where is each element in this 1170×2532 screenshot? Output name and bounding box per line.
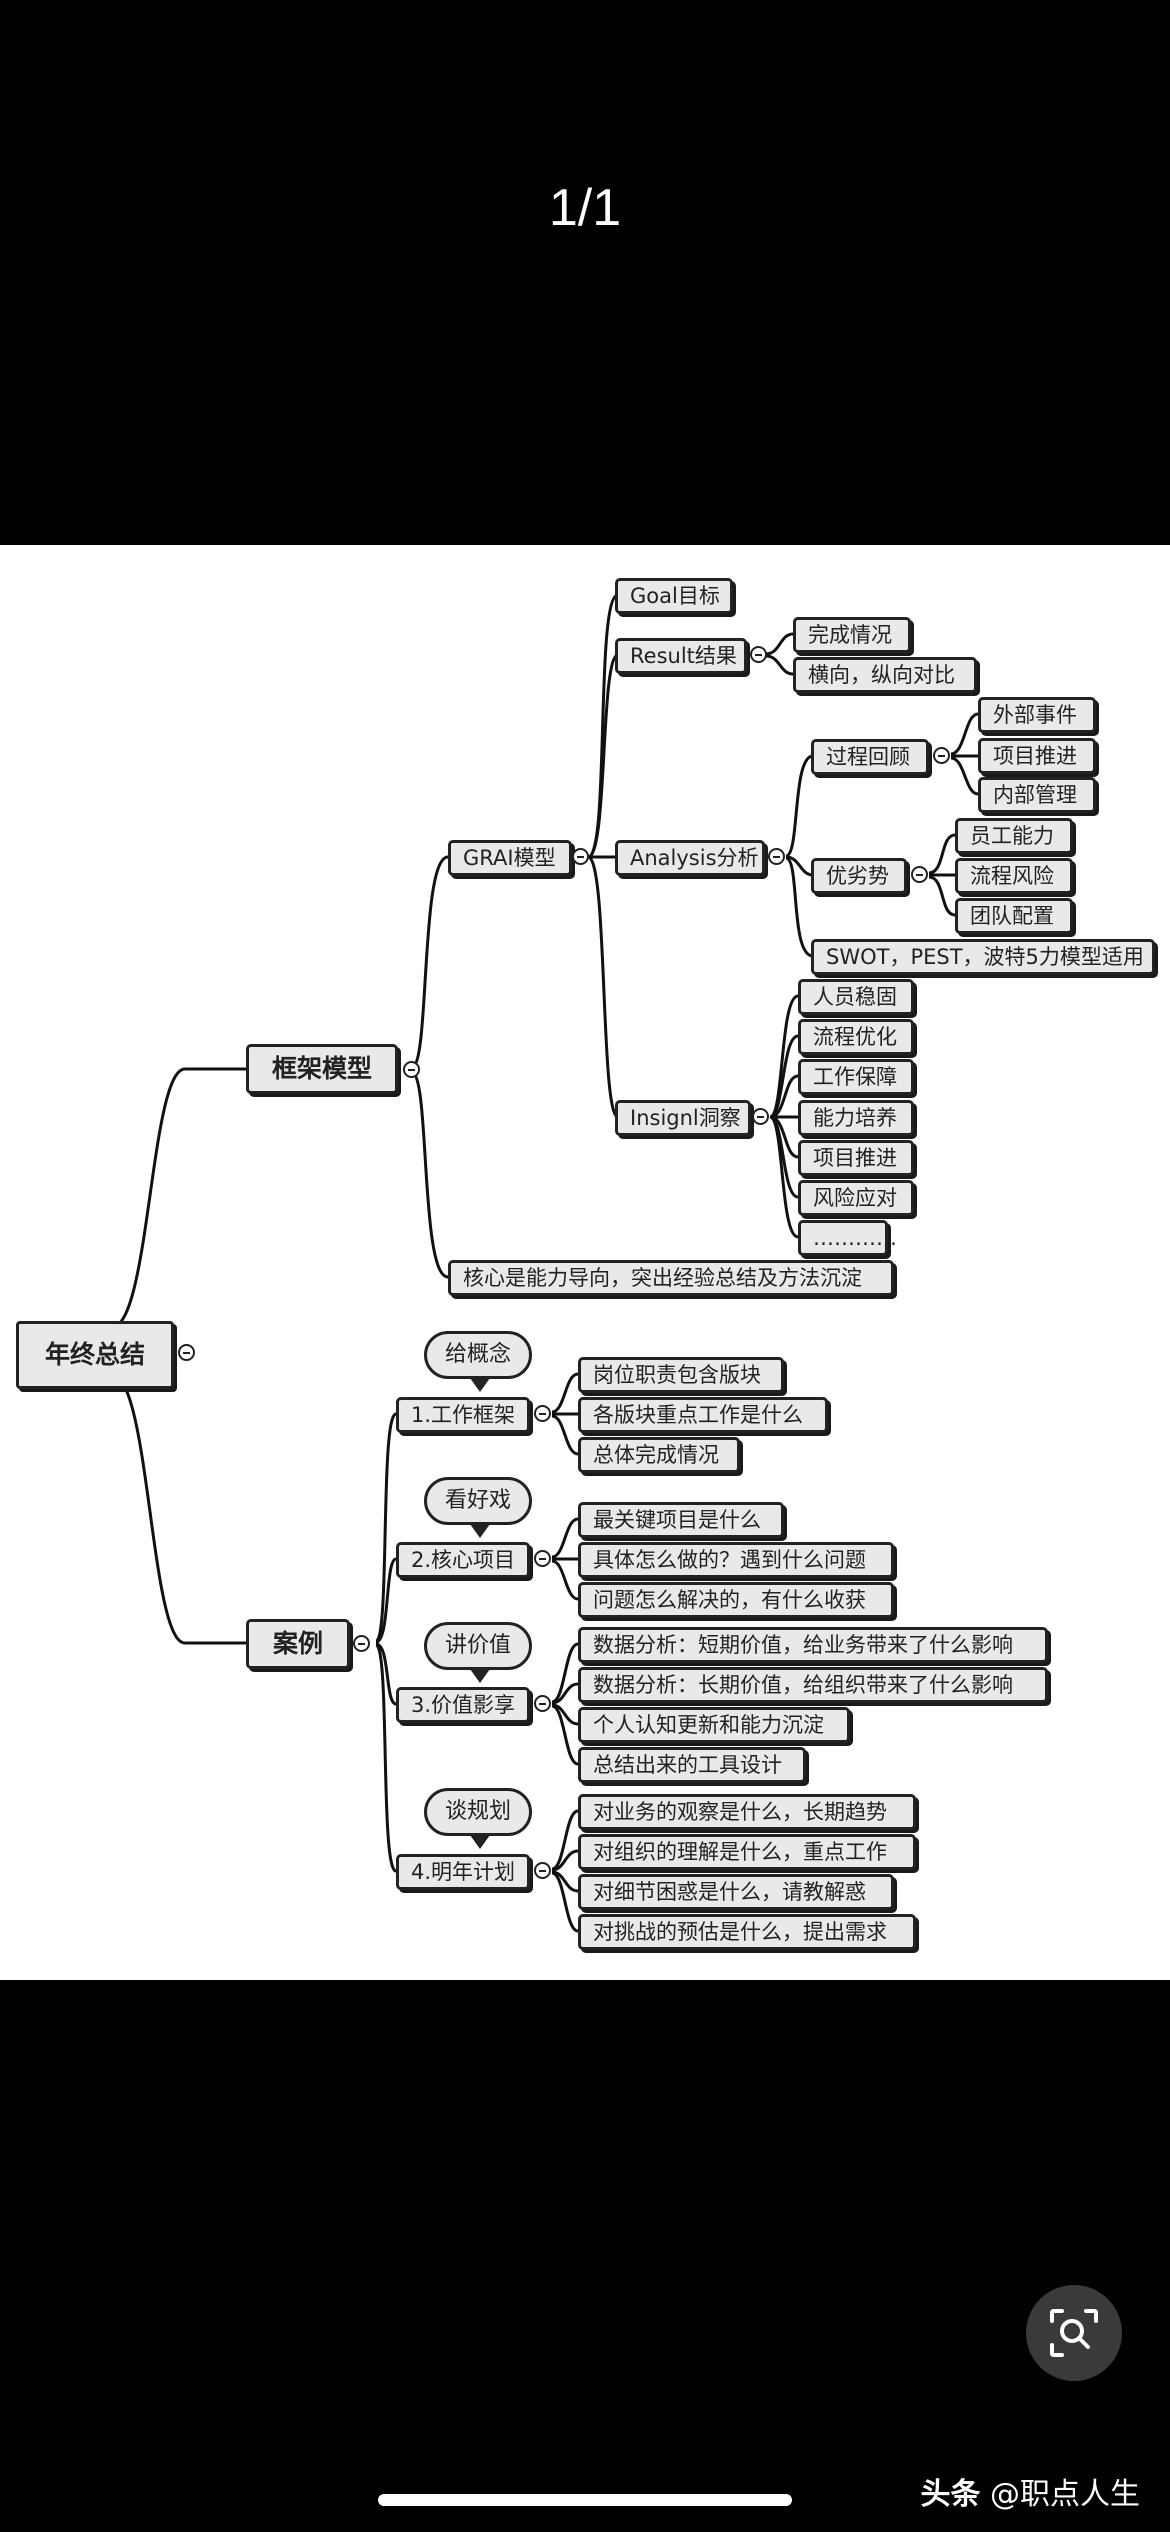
work-framework-node[interactable]: 1.工作框架 bbox=[396, 1397, 530, 1433]
plan-item[interactable]: 对细节困惑是什么，请教解惑 bbox=[578, 1874, 894, 1910]
insight-item[interactable]: 项目推进 bbox=[798, 1140, 914, 1176]
goal-node[interactable]: Goal目标 bbox=[615, 578, 733, 614]
collapse-strengths-icon[interactable] bbox=[911, 866, 928, 883]
home-indicator[interactable] bbox=[378, 2494, 792, 2506]
work-item[interactable]: 各版块重点工作是什么 bbox=[578, 1397, 828, 1433]
callout-bubble: 看好戏 bbox=[424, 1477, 532, 1538]
project-item[interactable]: 最关键项目是什么 bbox=[578, 1502, 784, 1538]
callout-bubble: 谈规划 bbox=[424, 1788, 532, 1849]
page-counter: 1/1 bbox=[548, 179, 622, 237]
collapse-value-icon[interactable] bbox=[534, 1695, 551, 1712]
grai-node[interactable]: GRAI模型 bbox=[448, 840, 572, 876]
insight-node[interactable]: Insignl洞察 bbox=[615, 1100, 751, 1136]
result-item[interactable]: 横向，纵向对比 bbox=[793, 657, 977, 693]
collapse-result-icon[interactable] bbox=[750, 646, 767, 663]
insight-item[interactable]: ………… bbox=[798, 1220, 897, 1256]
insight-item[interactable]: 能力培养 bbox=[798, 1100, 914, 1136]
result-item[interactable]: 完成情况 bbox=[793, 617, 911, 653]
watermark-brand: 头条 bbox=[920, 2477, 981, 2512]
tools-node[interactable]: SWOT，PEST，波特5力模型适用 bbox=[811, 939, 1155, 975]
process-item[interactable]: 外部事件 bbox=[978, 697, 1096, 733]
strengths-item[interactable]: 流程风险 bbox=[955, 858, 1073, 894]
value-share-node[interactable]: 3.价值影享 bbox=[396, 1687, 530, 1723]
insight-item[interactable]: 工作保障 bbox=[798, 1059, 914, 1095]
core-note-node[interactable]: 核心是能力导向，突出经验总结及方法沉淀 bbox=[448, 1260, 894, 1296]
strengths-node[interactable]: 优劣势 bbox=[811, 858, 907, 894]
callout-bubble: 讲价值 bbox=[424, 1622, 532, 1683]
strengths-item[interactable]: 团队配置 bbox=[955, 898, 1073, 934]
insight-item[interactable]: 流程优化 bbox=[798, 1019, 914, 1055]
value-item[interactable]: 数据分析：短期价值，给业务带来了什么影响 bbox=[578, 1627, 1048, 1663]
plan-item[interactable]: 对挑战的预估是什么，提出需求 bbox=[578, 1914, 916, 1950]
collapse-project-icon[interactable] bbox=[534, 1550, 551, 1567]
mindmap-connectors bbox=[111, 593, 979, 1933]
insight-item[interactable]: 风险应对 bbox=[798, 1180, 914, 1216]
process-item[interactable]: 项目推进 bbox=[978, 738, 1096, 774]
collapse-grai-icon[interactable] bbox=[572, 848, 589, 865]
mindmap-image: 年终总结 框架模型 GRAI模型 Goal目标 Result结果 完成情况 横向… bbox=[0, 545, 1170, 1980]
value-item[interactable]: 数据分析：长期价值，给组织带来了什么影响 bbox=[578, 1667, 1048, 1703]
cases-node[interactable]: 案例 bbox=[246, 1619, 350, 1669]
collapse-process-icon[interactable] bbox=[933, 747, 950, 764]
collapse-framework-icon[interactable] bbox=[403, 1061, 420, 1078]
framework-node[interactable]: 框架模型 bbox=[246, 1044, 398, 1094]
collapse-root-icon[interactable] bbox=[178, 1344, 195, 1361]
root-node[interactable]: 年终总结 bbox=[16, 1321, 174, 1389]
watermark-handle: @职点人生 bbox=[990, 2477, 1140, 2512]
project-item[interactable]: 问题怎么解决的，有什么收获 bbox=[578, 1582, 894, 1618]
collapse-work-icon[interactable] bbox=[534, 1405, 551, 1422]
collapse-analysis-icon[interactable] bbox=[768, 848, 785, 865]
value-item[interactable]: 个人认知更新和能力沉淀 bbox=[578, 1707, 850, 1743]
value-item[interactable]: 总结出来的工具设计 bbox=[578, 1747, 806, 1783]
collapse-plan-icon[interactable] bbox=[534, 1862, 551, 1879]
image-search-button[interactable] bbox=[1026, 2285, 1122, 2381]
plan-item[interactable]: 对组织的理解是什么，重点工作 bbox=[578, 1834, 916, 1870]
collapse-cases-icon[interactable] bbox=[353, 1635, 370, 1652]
analysis-node[interactable]: Analysis分析 bbox=[615, 840, 765, 876]
insight-item[interactable]: 人员稳固 bbox=[798, 979, 914, 1015]
source-watermark: 头条 @职点人生 bbox=[920, 2469, 1140, 2513]
project-item[interactable]: 具体怎么做的？遇到什么问题 bbox=[578, 1542, 894, 1578]
plan-item[interactable]: 对业务的观察是什么，长期趋势 bbox=[578, 1794, 916, 1830]
strengths-item[interactable]: 员工能力 bbox=[955, 818, 1073, 854]
work-item[interactable]: 岗位职责包含版块 bbox=[578, 1357, 784, 1393]
process-review-node[interactable]: 过程回顾 bbox=[811, 739, 929, 775]
process-item[interactable]: 内部管理 bbox=[978, 777, 1096, 813]
image-search-icon bbox=[1050, 2309, 1098, 2357]
collapse-insight-icon[interactable] bbox=[752, 1108, 769, 1125]
core-project-node[interactable]: 2.核心项目 bbox=[396, 1542, 530, 1578]
work-item[interactable]: 总体完成情况 bbox=[578, 1437, 740, 1473]
callout-bubble: 给概念 bbox=[424, 1331, 532, 1392]
result-node[interactable]: Result结果 bbox=[615, 638, 747, 674]
next-year-plan-node[interactable]: 4.明年计划 bbox=[396, 1854, 530, 1890]
